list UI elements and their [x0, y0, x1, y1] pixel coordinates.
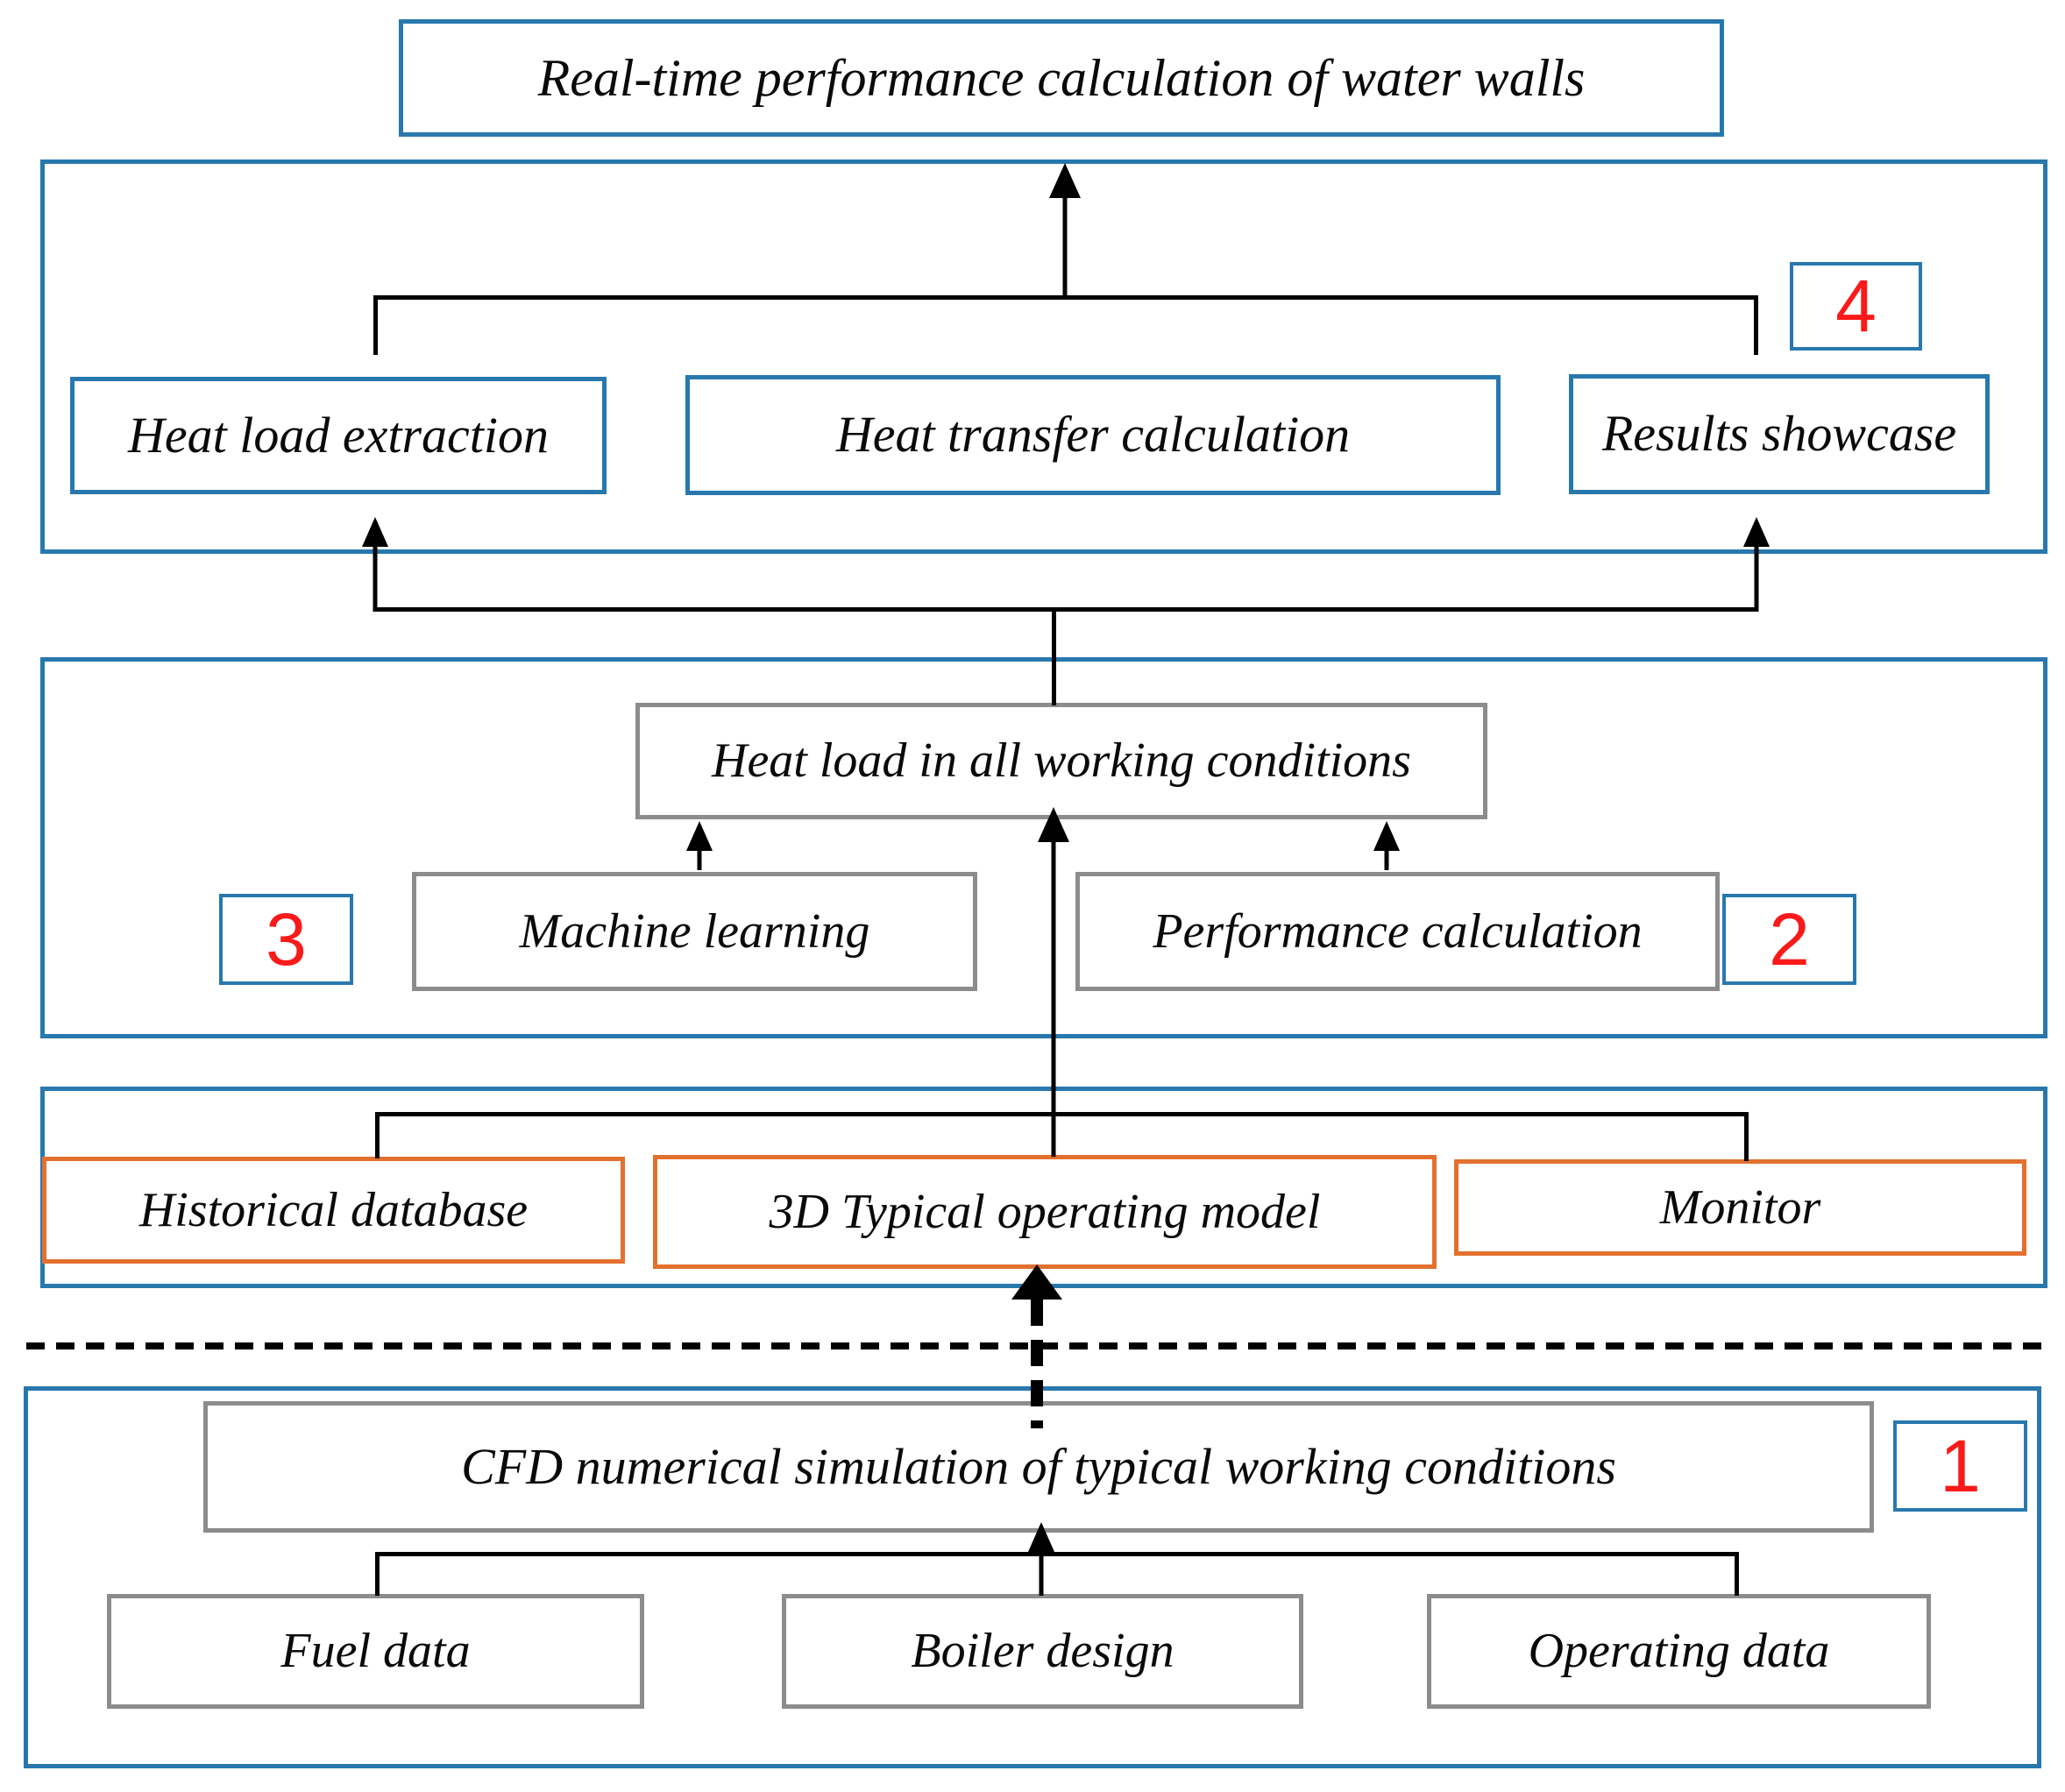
arrow-line: [1062, 189, 1068, 300]
typical-operating-model-box: 3D Typical operating model: [653, 1155, 1437, 1269]
dashed-arrow-line: [1031, 1300, 1043, 1428]
arrow-model-to-heatload: [1036, 807, 1071, 1157]
heat-transfer-calculation-box: Heat transfer calculation: [685, 375, 1501, 495]
dashed-arrow-cfd-to-model: [1011, 1264, 1062, 1428]
stage4-section: [40, 159, 2047, 554]
arrow-line: [1039, 1545, 1044, 1596]
arrowhead-icon: [1011, 1264, 1062, 1300]
stage3-number-label: 3: [219, 894, 353, 985]
stage1-number-label: 1: [1893, 1420, 2027, 1512]
connector-stage1-horizontal: [375, 1552, 1739, 1556]
historical-database-box: Historical database: [42, 1157, 625, 1264]
arrow-to-title: [1047, 163, 1082, 300]
connector-stage1-left-drop: [375, 1552, 380, 1596]
connector-datalayer-left-drop: [375, 1112, 380, 1158]
connector-stage4-right-drop: [1754, 295, 1758, 355]
operating-data-box: Operating data: [1427, 1594, 1931, 1709]
arrow-into-results-showcase: [1739, 517, 1774, 612]
arrow-inputs-to-cfd: [1024, 1522, 1059, 1596]
stage4-number-label: 4: [1790, 262, 1922, 351]
boiler-design-box: Boiler design: [782, 1594, 1303, 1709]
monitor-box: Monitor: [1454, 1159, 2026, 1256]
arrow-line: [697, 844, 702, 870]
connector-heatload-horizontal: [375, 607, 1758, 612]
heat-load-extraction-box: Heat load extraction: [70, 377, 607, 494]
arrow-line: [1051, 833, 1056, 1157]
arrow-ml-to-heatload: [682, 821, 717, 870]
performance-calculation-box: Performance calculation: [1075, 872, 1720, 991]
stage2-number-label: 2: [1722, 894, 1856, 985]
arrow-line: [1384, 844, 1389, 870]
arrow-line: [1754, 540, 1759, 612]
connector-stage1-right-drop: [1735, 1552, 1739, 1596]
fuel-data-box: Fuel data: [107, 1594, 644, 1709]
arrow-into-heat-load-extraction: [358, 517, 393, 612]
riser-heatload-to-connector: [1052, 609, 1056, 705]
results-showcase-box: Results showcase: [1569, 374, 1990, 494]
connector-stage4-left-drop: [373, 295, 378, 355]
heat-load-all-conditions-box: Heat load in all working conditions: [635, 703, 1487, 819]
machine-learning-box: Machine learning: [412, 872, 977, 991]
title-box: Real-time performance calculation of wat…: [399, 19, 1724, 137]
stage23-section: [40, 657, 2047, 1038]
connector-datalayer-horizontal: [375, 1112, 1749, 1116]
arrow-line: [373, 540, 378, 612]
cfd-simulation-box: CFD numerical simulation of typical work…: [203, 1401, 1874, 1533]
arrow-pc-to-heatload: [1369, 821, 1404, 870]
connector-datalayer-right-drop: [1744, 1112, 1749, 1161]
